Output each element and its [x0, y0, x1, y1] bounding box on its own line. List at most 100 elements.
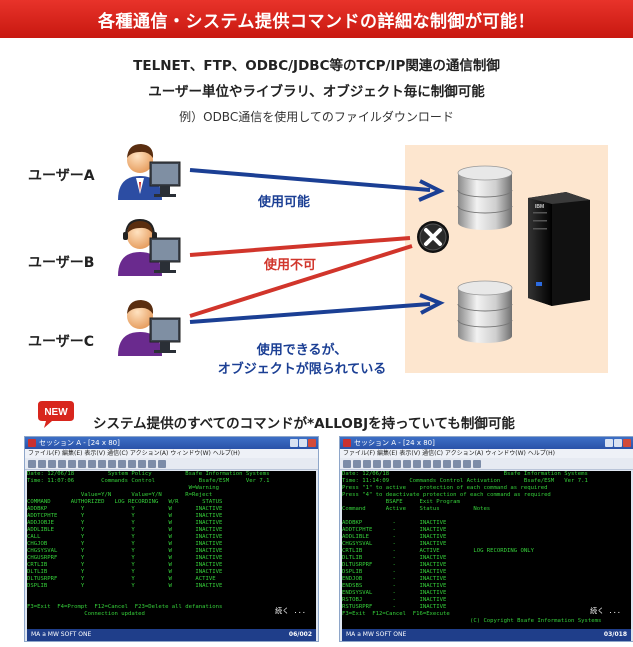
- arrow-user-b-denied: [189, 236, 411, 257]
- toolbar-icon[interactable]: [413, 460, 421, 468]
- terminal-line: (C) Copyright Bsafe Information Systems: [342, 618, 602, 624]
- terminal-line: DLTUSRPRF Y Y W ACTIVE: [27, 576, 216, 582]
- denied-label: 使用不可: [264, 258, 317, 273]
- terminal-line: RSTOBJ - INACTIVE: [342, 597, 447, 603]
- toolbar-icon[interactable]: [343, 460, 351, 468]
- toolbar-icon[interactable]: [353, 460, 361, 468]
- example-caption: 例）ODBC通信を使用してのファイルダウンロード: [179, 110, 454, 124]
- toolbar-icon[interactable]: [158, 460, 166, 468]
- terminal-line: ENDSYSVAL - INACTIVE: [342, 590, 447, 596]
- toolbar-icon[interactable]: [38, 460, 46, 468]
- terminal-window-activation: セッション A - [24 x 80] ファイル(F) 編集(E) 表示(V) …: [339, 436, 633, 642]
- toolbar-icon[interactable]: [118, 460, 126, 468]
- new-badge: NEW: [38, 401, 74, 428]
- terminal-line: Time: 11:07:06 Commands Control Bsafe/ES…: [27, 478, 270, 484]
- close-icon[interactable]: [308, 439, 316, 447]
- terminal-line: CRTLIB - ACTIVE LOG RECORDING ONLY: [342, 548, 534, 554]
- headline-text: 各種通信・システム提供コマンドの詳細な制御が可能！: [98, 11, 535, 32]
- toolbar-icon[interactable]: [58, 460, 66, 468]
- toolbar-icon[interactable]: [138, 460, 146, 468]
- terminal-app-icon: [28, 439, 36, 447]
- cursor-position: 06/002: [288, 631, 312, 638]
- terminal-line: CHGJOB Y Y W INACTIVE: [27, 541, 223, 547]
- terminal-menu-bar[interactable]: ファイル(F) 編集(E) 表示(V) 通信(C) アクション(A) ウィンドウ…: [340, 449, 633, 458]
- terminal-line: Press "4" to deactivate protection of ea…: [342, 492, 551, 498]
- arrow-user-c-denied: [189, 244, 413, 318]
- continue-indicator: 続く ...: [590, 607, 621, 615]
- terminal-toolbar: [340, 458, 633, 470]
- terminal-line: Date: 12/06/18 Bsafe Information Systems: [342, 471, 588, 477]
- terminal-line: DLTUSRPRF - INACTIVE: [342, 562, 447, 568]
- terminal-status-bar: MA a MW SOFT ONE 06/002: [27, 629, 316, 641]
- terminal-line: COMMAND AUTHORIZED LOG RECORDING W/R STA…: [27, 499, 223, 505]
- terminal-title: セッション A - [24 x 80]: [39, 439, 120, 447]
- terminal-line: Connection updated: [27, 611, 145, 617]
- terminal-title-bar: セッション A - [24 x 80]: [340, 437, 633, 449]
- close-icon[interactable]: [623, 439, 631, 447]
- terminal-app-icon: [343, 439, 351, 447]
- status-text: MA a MW SOFT ONE: [31, 631, 92, 638]
- arrow-user-c-allowed: [189, 293, 445, 324]
- toolbar-icon[interactable]: [98, 460, 106, 468]
- toolbar-icon[interactable]: [78, 460, 86, 468]
- toolbar-icon[interactable]: [393, 460, 401, 468]
- terminal-line: BSAFE Exit Program: [342, 499, 460, 505]
- cursor-position: 03/018: [603, 631, 627, 638]
- intro-line-2: ユーザー単位やライブラリ、オブジェクト毎に制御可能: [148, 84, 485, 100]
- terminal-screen[interactable]: Date: 12/06/18 Bsafe Information Systems…: [342, 471, 631, 629]
- terminal-line: DLTLIB Y Y W INACTIVE: [27, 569, 223, 575]
- terminal-line: ADDJOBJE Y Y W INACTIVE: [27, 520, 223, 526]
- terminal-line: CHGSYSVAL - INACTIVE: [342, 541, 447, 547]
- user-c-icon: [118, 300, 181, 356]
- user-b-label: ユーザーB: [28, 255, 95, 271]
- toolbar-icon[interactable]: [68, 460, 76, 468]
- toolbar-icon[interactable]: [463, 460, 471, 468]
- terminal-title: セッション A - [24 x 80]: [354, 439, 435, 447]
- terminal-screen[interactable]: Date: 12/06/18 System Policy Bsafe Infor…: [27, 471, 316, 629]
- terminal-line: ADDTCPHTE Y Y W INACTIVE: [27, 513, 223, 519]
- toolbar-icon[interactable]: [363, 460, 371, 468]
- maximize-icon[interactable]: [614, 439, 622, 447]
- toolbar-icon[interactable]: [433, 460, 441, 468]
- toolbar-icon[interactable]: [453, 460, 461, 468]
- limited-label: 使用できるが、 オブジェクトが限られている: [212, 339, 392, 377]
- terminal-line: F3=Exit F12=Cancel F16=Execute: [342, 611, 450, 617]
- deny-x-icon: [417, 221, 449, 253]
- toolbar-icon[interactable]: [383, 460, 391, 468]
- maximize-icon[interactable]: [299, 439, 307, 447]
- minimize-icon[interactable]: [605, 439, 613, 447]
- toolbar-icon[interactable]: [148, 460, 156, 468]
- toolbar-icon[interactable]: [373, 460, 381, 468]
- limited-label-line-1: 使用できるが、: [256, 343, 348, 358]
- toolbar-icon[interactable]: [443, 460, 451, 468]
- toolbar-icon[interactable]: [28, 460, 36, 468]
- toolbar-icon[interactable]: [108, 460, 116, 468]
- terminal-line: DLTLIB - INACTIVE: [342, 555, 447, 561]
- database-icon-bottom: [457, 280, 513, 343]
- toolbar-icon[interactable]: [403, 460, 411, 468]
- terminal-line: Time: 11:14:09 Commands Control Activati…: [342, 478, 588, 484]
- terminal-line: [27, 590, 316, 597]
- terminal-line: CHGSYSVAL Y Y W INACTIVE: [27, 548, 223, 554]
- toolbar-icon[interactable]: [48, 460, 56, 468]
- terminal-menu-bar[interactable]: ファイル(F) 編集(E) 表示(V) 通信(C) アクション(A) ウィンドウ…: [25, 449, 318, 458]
- toolbar-icon[interactable]: [88, 460, 96, 468]
- terminal-line: [27, 597, 316, 604]
- terminal-line: F3=Exit F4=Prompt F12=Cancel F23=Delete …: [27, 604, 223, 610]
- server-brand-text: IBM: [535, 204, 544, 210]
- terminal-line: ADDTCPHTE - INACTIVE: [342, 527, 447, 533]
- toolbar-icon[interactable]: [473, 460, 481, 468]
- server-tower-icon: [528, 192, 590, 306]
- headline-banner: 各種通信・システム提供コマンドの詳細な制御が可能！: [0, 0, 633, 38]
- terminal-line: [342, 513, 631, 520]
- terminal-line: Date: 12/06/18 System Policy Bsafe Infor…: [27, 471, 270, 477]
- terminal-window-policy: セッション A - [24 x 80] ファイル(F) 編集(E) 表示(V) …: [24, 436, 319, 642]
- terminal-line: Value=Y/N Value=Y/N R=Reject: [27, 492, 213, 498]
- terminal-title-bar: セッション A - [24 x 80]: [25, 437, 318, 449]
- toolbar-icon[interactable]: [128, 460, 136, 468]
- user-b-icon: [118, 218, 181, 276]
- terminal-line: W=Warning: [27, 485, 219, 491]
- terminal-line: CALL Y Y W INACTIVE: [27, 534, 223, 540]
- toolbar-icon[interactable]: [423, 460, 431, 468]
- minimize-icon[interactable]: [290, 439, 298, 447]
